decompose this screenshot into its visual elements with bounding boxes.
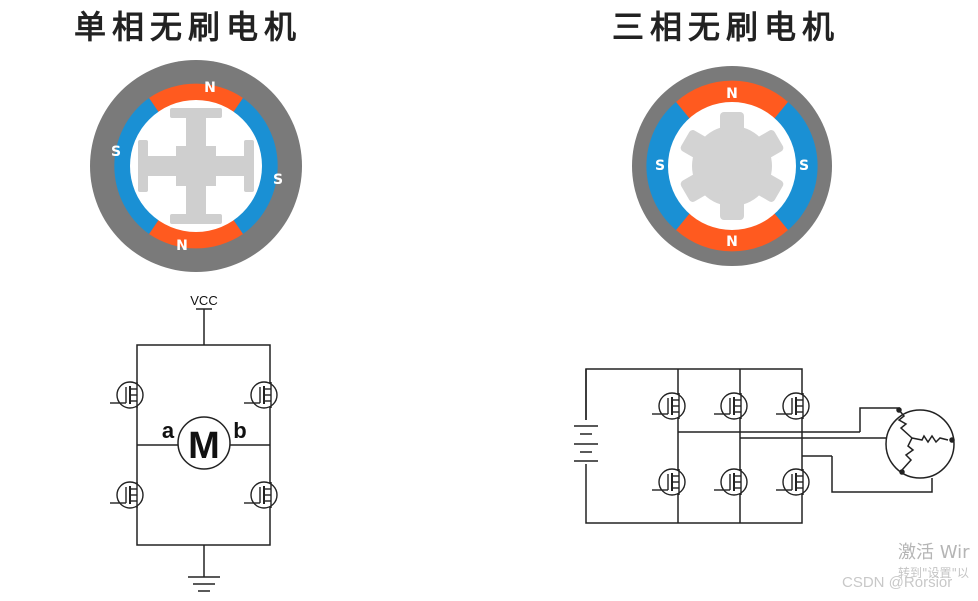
- magnet-label-top: N: [204, 80, 216, 96]
- watermark-settings: 转到"设置"以: [898, 566, 970, 580]
- rotor: [138, 108, 254, 224]
- title-single-phase: 单相无刷电机: [74, 8, 303, 46]
- terminal-b-label: b: [233, 418, 246, 443]
- mosfet-symbol: [776, 392, 810, 420]
- magnet-label-bottom: N: [176, 238, 188, 254]
- magnet-label-bottom: N: [726, 234, 738, 250]
- vcc-label: VCC: [190, 293, 217, 308]
- inverter-mosfets: [652, 392, 810, 496]
- magnet-label-top: N: [726, 86, 738, 102]
- magnet-label-right: S: [273, 172, 283, 188]
- rotor: [680, 112, 784, 220]
- mosfet-symbol: [652, 468, 686, 496]
- magnet-label-right: S: [799, 158, 809, 174]
- single-phase-motor: N S N S: [90, 60, 302, 272]
- mosfet-symbol: [714, 392, 748, 420]
- h-bridge-circuit: [136, 308, 271, 592]
- terminal-a-label: a: [162, 418, 175, 443]
- magnet-label-left: S: [655, 158, 665, 174]
- mosfet-symbol: [714, 468, 748, 496]
- mosfet-symbol: [110, 381, 144, 409]
- mosfet-symbol: [652, 392, 686, 420]
- watermark-csdn: CSDN @Rorsior: [842, 574, 953, 591]
- magnet-label-left: S: [111, 144, 121, 160]
- mosfet-symbol: [776, 468, 810, 496]
- watermark-activate: 激活 Wir: [898, 542, 970, 563]
- h-bridge-labels: VCC M a b: [162, 293, 247, 467]
- h-bridge-mosfets: [110, 381, 278, 509]
- three-phase-motor: N S S N: [632, 66, 832, 266]
- motor-label: M: [188, 425, 220, 467]
- mosfet-symbol: [110, 481, 144, 509]
- mosfet-symbol: [244, 381, 278, 409]
- title-three-phase: 三相无刷电机: [612, 8, 841, 46]
- inverter-circuit: [574, 368, 955, 524]
- mosfet-symbol: [244, 481, 278, 509]
